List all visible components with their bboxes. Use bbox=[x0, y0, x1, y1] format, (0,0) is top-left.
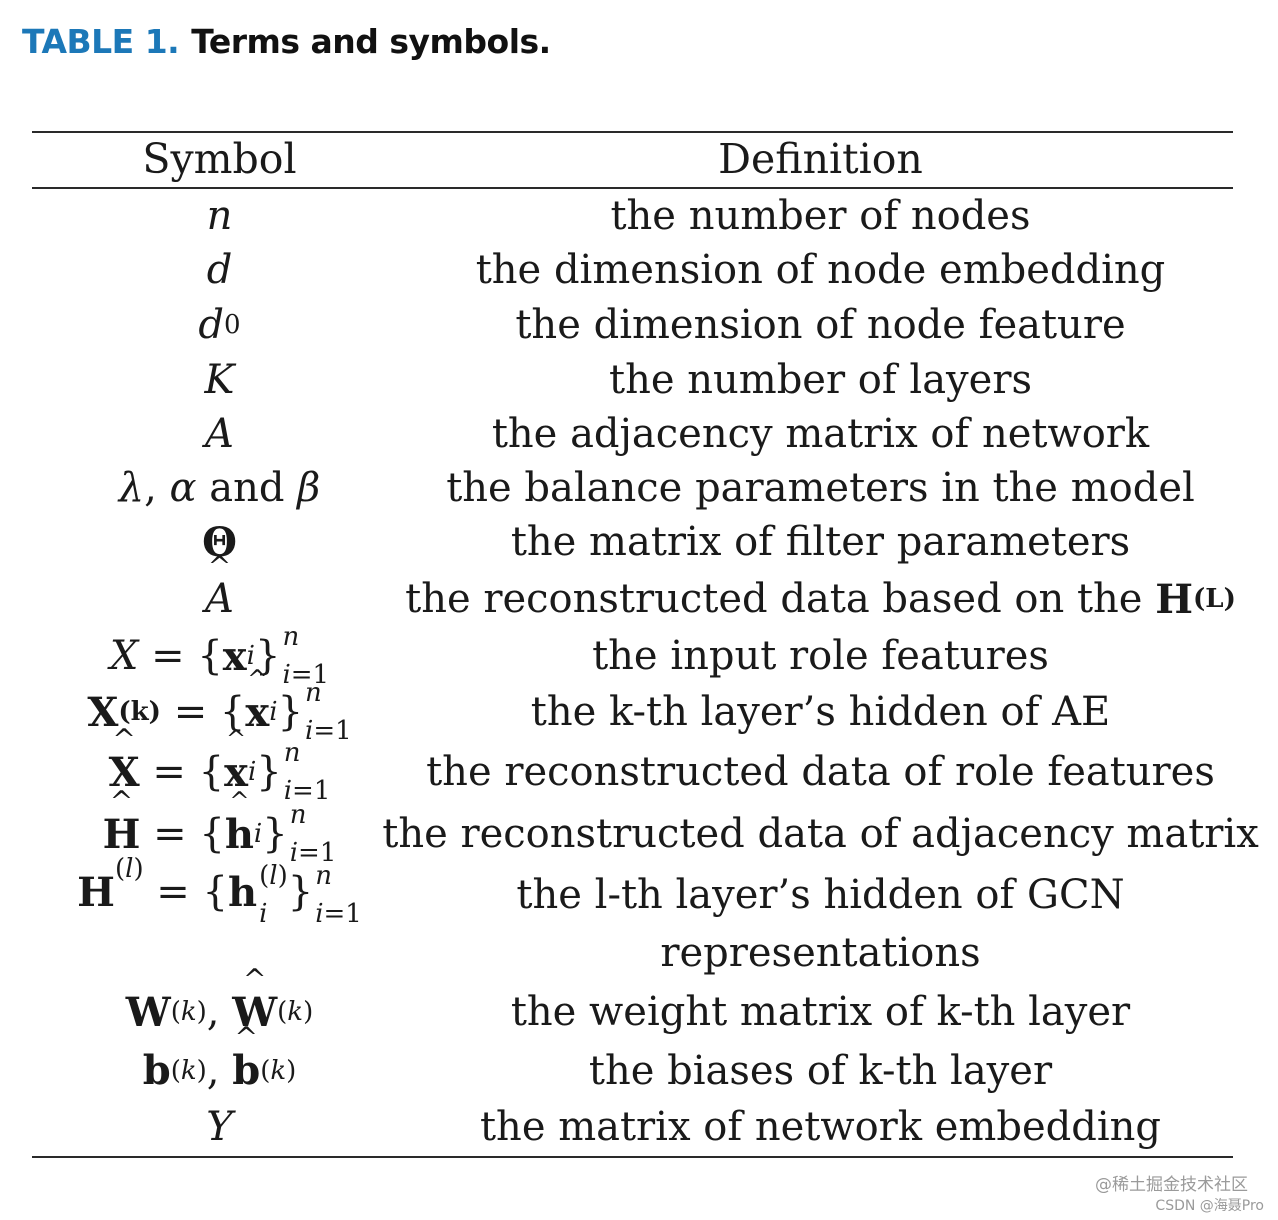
symbol-cell: b(k), b(k) bbox=[32, 1041, 407, 1100]
definition-cell: the reconstructed data based on the H(L) bbox=[405, 575, 1236, 623]
table-label: TABLE 1. bbox=[22, 22, 180, 61]
table-row: Y the matrix of network embedding bbox=[32, 1100, 1233, 1154]
table-row: Θ the matrix of filter parameters bbox=[32, 515, 1233, 569]
definition-cell: the number of layers bbox=[609, 356, 1032, 403]
definition-cell: the dimension of node feature bbox=[515, 301, 1126, 348]
definition-cell: the weight matrix of k-th layer bbox=[510, 989, 1131, 1035]
symbol-cell: A bbox=[205, 411, 234, 457]
table-row: λ, α and β the balance parameters in the… bbox=[32, 461, 1233, 515]
bottom-rule bbox=[32, 1156, 1233, 1158]
definition-column-header: Definition bbox=[718, 135, 923, 183]
symbol-cell: X = {xi}ni=1 bbox=[32, 740, 407, 804]
table-row: n the number of nodes bbox=[32, 190, 1233, 242]
definition-cell: the adjacency matrix of network bbox=[491, 411, 1150, 457]
definition-cell: the matrix of network embedding bbox=[479, 1104, 1161, 1150]
symbol-cell: λ, α and β bbox=[118, 465, 321, 511]
table-row: X = {xi}ni=1 the reconstructed data of r… bbox=[32, 740, 1233, 804]
definition-cell: the dimension of node embedding bbox=[475, 246, 1166, 293]
definition-cell: the number of nodes bbox=[610, 193, 1031, 239]
table-row: W(k), W(k) the weight matrix of k-th lay… bbox=[32, 983, 1233, 1041]
table-row: A the reconstructed data based on the H(… bbox=[32, 569, 1236, 629]
symbol-cell: K bbox=[204, 356, 235, 403]
symbol-cell: d bbox=[206, 246, 233, 293]
definition-cell: the reconstructed data of adjacency matr… bbox=[382, 811, 1259, 857]
header-rule bbox=[32, 187, 1233, 189]
symbol-cell: H = {hi}ni=1 bbox=[32, 802, 407, 866]
table-row: H = {hi}ni=1 the reconstructed data of a… bbox=[32, 802, 1259, 866]
table-row: A the adjacency matrix of network bbox=[32, 407, 1233, 461]
symbol-cell: A bbox=[32, 569, 407, 629]
table-caption: TABLE 1. Terms and symbols. bbox=[22, 22, 551, 61]
definition-cell: the reconstructed data of role features bbox=[426, 749, 1215, 795]
definition-cell: the k-th layer’s hidden of AE bbox=[530, 689, 1111, 735]
definition-cell: the biases of k-th layer bbox=[588, 1047, 1053, 1094]
symbol-cell: X(k) = {xi}ni=1 bbox=[32, 680, 407, 744]
symbol-cell: Y bbox=[206, 1104, 233, 1150]
table-row: d the dimension of node embedding bbox=[32, 242, 1233, 297]
table-row: b(k), b(k) the biases of k-th layer bbox=[32, 1041, 1233, 1100]
table-row: X(k) = {xi}ni=1 the k-th layer’s hidden … bbox=[32, 680, 1233, 744]
symbol-column-header: Symbol bbox=[142, 135, 297, 183]
table-title: Terms and symbols. bbox=[191, 22, 551, 61]
definition-cell: the matrix of filter parameters bbox=[510, 519, 1131, 565]
definition-cell: the l-th layer’s hidden of GCN represent… bbox=[516, 872, 1125, 976]
symbol-cell: n bbox=[206, 193, 233, 239]
symbol-cell: W(k), W(k) bbox=[32, 983, 407, 1041]
definition-cell: the balance parameters in the model bbox=[446, 465, 1195, 511]
table-row: K the number of layers bbox=[32, 352, 1233, 407]
watermark-juejin: @稀土掘金技术社区 bbox=[1095, 1175, 1248, 1195]
definition-cell: the input role features bbox=[592, 633, 1049, 679]
top-rule bbox=[32, 131, 1233, 133]
watermark-csdn: CSDN @海聂Pro bbox=[1155, 1198, 1264, 1214]
